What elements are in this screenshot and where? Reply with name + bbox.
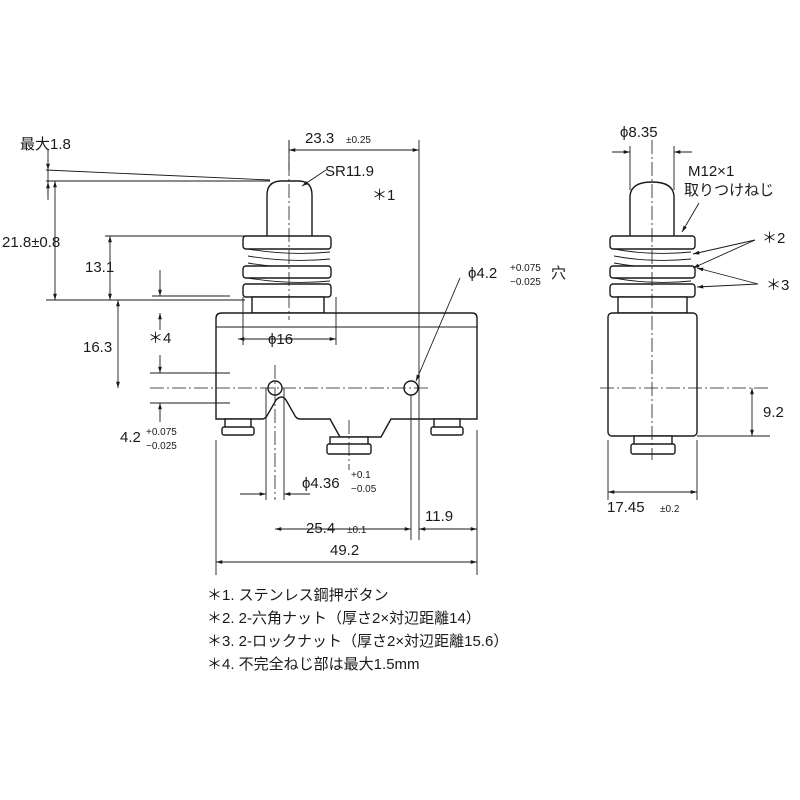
note-3: ＊3. 2-ロックナット（厚さ2×対辺距離15.6） xyxy=(207,633,509,650)
note2-marker: ＊2 xyxy=(762,230,785,247)
lock-nut-middle xyxy=(242,265,332,279)
note-2: ＊2. 2-六角ナット（厚さ2×対辺距離14） xyxy=(207,610,481,627)
hex-nut-upper xyxy=(242,235,332,250)
side-body xyxy=(607,312,698,437)
dim-4-2-tol-minus: −0.025 xyxy=(146,441,177,452)
note1-marker: ＊1 xyxy=(372,187,395,204)
notes-block: ＊1. ステンレス鋼押ボタン ＊2. 2-六角ナット（厚さ2×対辺距離14） ＊… xyxy=(207,584,627,676)
side-nut-upper xyxy=(609,235,696,250)
dim-17-45: 17.45 xyxy=(607,499,645,516)
note4-marker: ＊4 xyxy=(148,330,171,347)
hole-suffix: 穴 xyxy=(551,265,566,282)
side-nut-lower xyxy=(609,283,696,298)
dim-25-4: 25.4 xyxy=(306,520,335,537)
thread-label: M12×1 xyxy=(688,163,734,180)
side-lock-nut xyxy=(609,265,696,279)
hole-label: ϕ4.2 xyxy=(468,265,497,282)
dim-25-4-tol: ±0.1 xyxy=(347,525,367,536)
note3-marker: ＊3 xyxy=(766,277,789,294)
phi4-36-tol-plus: +0.1 xyxy=(351,470,371,481)
note-1: ＊1. ステンレス鋼押ボタン xyxy=(207,587,389,604)
dim-17-45-tol: ±0.2 xyxy=(660,504,680,515)
dim-11-9: 11.9 xyxy=(425,508,453,525)
side-terminal xyxy=(630,435,676,455)
hole-tol-plus: +0.075 xyxy=(510,263,541,274)
phi16-label: ϕ16 xyxy=(268,331,293,348)
phi4-36-tol-minus: −0.05 xyxy=(351,484,377,495)
side-bushing xyxy=(617,296,688,314)
top-width-label: 23.3 xyxy=(305,130,334,147)
hole-tol-minus: −0.025 xyxy=(510,277,541,288)
side-view xyxy=(600,140,770,460)
front-view xyxy=(150,140,478,500)
sr-label: SR11.9 xyxy=(325,163,374,180)
bushing xyxy=(251,296,325,314)
lock-nut-lower xyxy=(242,283,332,298)
thread-note: 取りつけねじ xyxy=(684,182,774,199)
dim-9-2: 9.2 xyxy=(763,404,784,421)
phi8-35-label: ϕ8.35 xyxy=(620,124,658,141)
front-dimensions xyxy=(45,140,478,575)
note-4: ＊4. 不完全ねじ部は最大1.5mm xyxy=(207,656,420,673)
top-width-tol: ±0.25 xyxy=(346,135,371,146)
plunger-shaft xyxy=(266,180,313,236)
side-dimensions xyxy=(607,146,770,500)
terminal-right xyxy=(430,418,464,436)
dim-49-2: 49.2 xyxy=(330,542,359,559)
side-thread xyxy=(613,248,692,268)
free-position-label: 21.8±0.8 xyxy=(2,234,60,251)
max-overtravel-label: 最大1.8 xyxy=(20,136,71,153)
dim-4-2: 4.2 xyxy=(120,429,141,446)
phi4-36-label: ϕ4.36 xyxy=(302,475,340,492)
dim-4-2-tol-plus: +0.075 xyxy=(146,427,177,438)
terminal-left xyxy=(221,418,255,436)
dim-13-1: 13.1 xyxy=(85,259,114,276)
dim-16-3: 16.3 xyxy=(83,339,112,356)
